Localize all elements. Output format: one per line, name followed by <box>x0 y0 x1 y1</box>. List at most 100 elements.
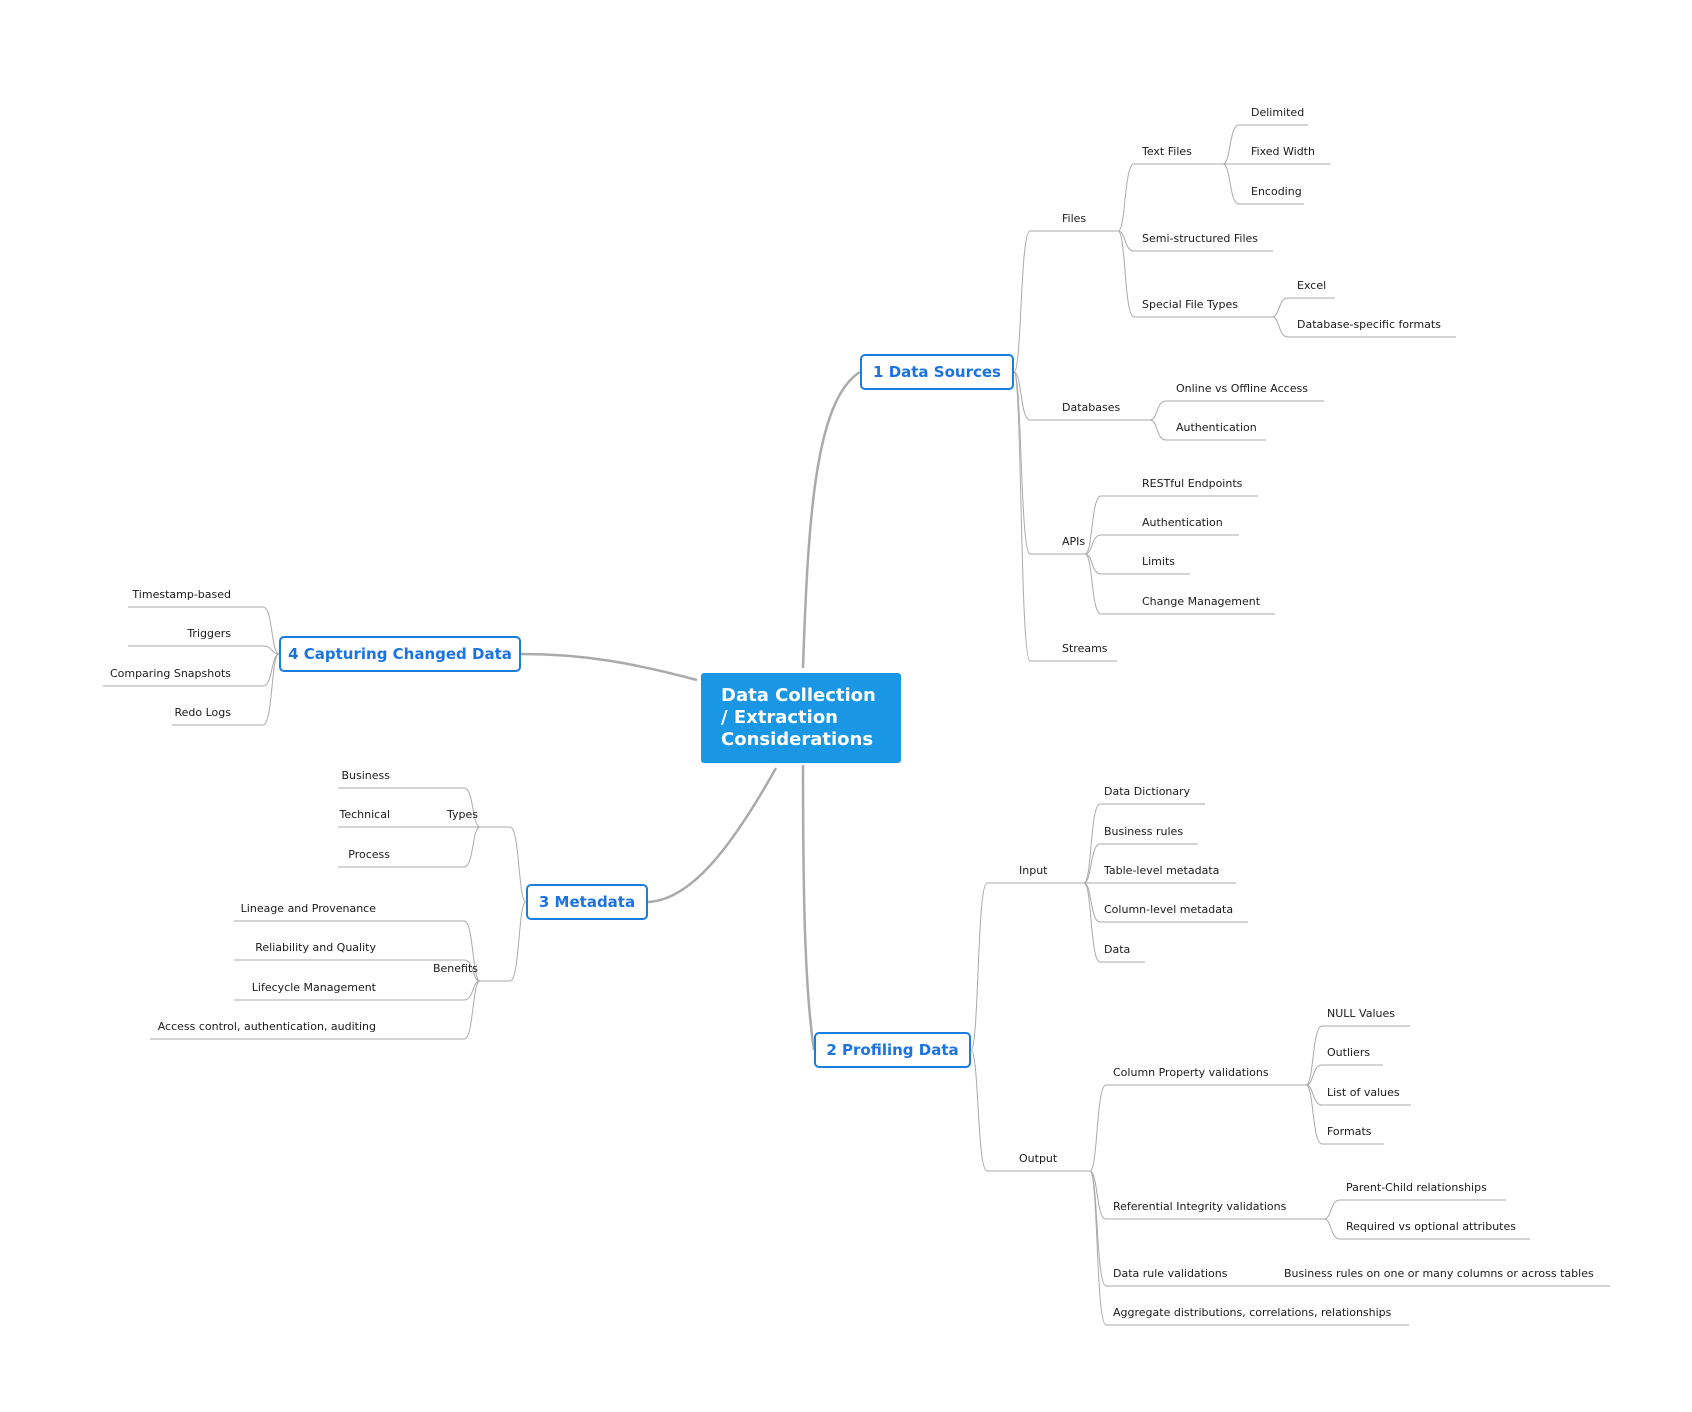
connector-data-sources <box>1013 371 1117 662</box>
node-triggers[interactable]: Triggers <box>187 627 231 640</box>
node-special-file-types[interactable]: Special File Types <box>1142 298 1239 311</box>
node-semi-structured-files[interactable]: Semi-structured Files <box>1142 232 1259 245</box>
connector-column-property <box>1305 1084 1384 1145</box>
node-files[interactable]: Files <box>1062 212 1087 225</box>
connector-benefits <box>234 959 481 982</box>
node-business-rules[interactable]: Business rules <box>1104 825 1184 838</box>
node-database-specific-formats[interactable]: Database-specific formats <box>1297 318 1441 331</box>
node-change-management[interactable]: Change Management <box>1142 595 1261 608</box>
node-parent-child-relationships[interactable]: Parent-Child relationships <box>1346 1181 1487 1194</box>
connector-output <box>1089 1170 1409 1326</box>
node-process[interactable]: Process <box>348 848 390 861</box>
connector-capturing <box>128 645 280 655</box>
connector-apis <box>1084 495 1258 555</box>
connector-referential <box>1323 1199 1506 1220</box>
node-databases[interactable]: Databases <box>1062 401 1121 414</box>
node-formats[interactable]: Formats <box>1327 1125 1372 1138</box>
connector-capturing <box>128 606 280 655</box>
node-streams[interactable]: Streams <box>1062 642 1108 655</box>
node-db-authentication[interactable]: Authentication <box>1176 421 1257 434</box>
connector-data-sources <box>1013 230 1118 373</box>
node-data-rule-validations[interactable]: Data rule validations <box>1113 1267 1228 1280</box>
node-benefits[interactable]: Benefits <box>432 962 478 975</box>
node-api-authentication[interactable]: Authentication <box>1142 516 1223 529</box>
node-column-property-validations[interactable]: Column Property validations <box>1113 1066 1269 1079</box>
node-outliers[interactable]: Outliers <box>1327 1046 1371 1059</box>
node-list-of-values[interactable]: List of values <box>1327 1086 1400 1099</box>
connector-text-files <box>1222 124 1308 165</box>
node-redo-logs[interactable]: Redo Logs <box>174 706 231 719</box>
node-required-vs-optional-attributes[interactable]: Required vs optional attributes <box>1346 1220 1516 1233</box>
connector-output <box>1089 1170 1324 1220</box>
connector-special-files <box>1271 297 1335 318</box>
node-data[interactable]: Data <box>1104 943 1131 956</box>
node-reliability-and-quality[interactable]: Reliability and Quality <box>255 941 376 954</box>
node-referential-integrity-validations[interactable]: Referential Integrity validations <box>1113 1200 1287 1213</box>
topic-metadata[interactable]: 3 Metadata <box>526 884 648 920</box>
connector-special-files <box>1271 316 1456 338</box>
node-null-values[interactable]: NULL Values <box>1327 1007 1395 1020</box>
connector-metadata <box>480 901 527 982</box>
node-timestamp-based[interactable]: Timestamp-based <box>132 588 231 601</box>
node-online-vs-offline-access[interactable]: Online vs Offline Access <box>1176 382 1308 395</box>
node-text-files[interactable]: Text Files <box>1142 145 1192 158</box>
connector-data-sources <box>1013 371 1150 421</box>
node-table-level-metadata[interactable]: Table-level metadata <box>1104 864 1220 877</box>
connector-files <box>1117 163 1223 232</box>
connector-databases <box>1149 419 1266 441</box>
node-encoding[interactable]: Encoding <box>1251 185 1302 198</box>
connector-central-capturing <box>520 652 698 682</box>
node-apis[interactable]: APIs <box>1062 535 1086 548</box>
node-business-rules-columns-tables[interactable]: Business rules on one or many columns or… <box>1284 1267 1594 1280</box>
connector-profiling <box>970 882 1084 1051</box>
connector-apis <box>1084 553 1275 615</box>
node-technical[interactable]: Technical <box>339 808 390 821</box>
connector-central-data-sources <box>801 370 861 669</box>
connector-output <box>1089 1084 1306 1172</box>
node-column-level-metadata[interactable]: Column-level metadata <box>1104 903 1234 916</box>
connector-apis <box>1084 553 1190 575</box>
connector-benefits <box>234 920 481 982</box>
connector-metadata <box>480 826 527 903</box>
connector-databases <box>1149 400 1324 421</box>
connector-types <box>338 826 481 868</box>
central-title-line-1: Data Collection <box>721 685 876 706</box>
connector-files <box>1117 230 1272 318</box>
connector-data-sources <box>1013 371 1085 555</box>
node-types[interactable]: Types <box>447 808 478 821</box>
node-business[interactable]: Business <box>341 769 390 782</box>
node-delimited[interactable]: Delimited <box>1251 106 1305 119</box>
node-lifecycle-management[interactable]: Lifecycle Management <box>251 981 376 994</box>
node-comparing-snapshots[interactable]: Comparing Snapshots <box>109 667 231 680</box>
node-lineage-and-provenance[interactable]: Lineage and Provenance <box>240 902 376 915</box>
node-excel[interactable]: Excel <box>1297 279 1327 292</box>
connector-text-files <box>1222 163 1304 205</box>
node-input[interactable]: Input <box>1019 864 1048 877</box>
node-restful-endpoints[interactable]: RESTful Endpoints <box>1142 477 1243 490</box>
connector-referential <box>1323 1218 1530 1240</box>
node-access-control[interactable]: Access control, authentication, auditing <box>157 1020 376 1033</box>
connector-files <box>1117 230 1273 252</box>
connector-central-metadata <box>647 767 778 904</box>
connector-input <box>1083 803 1205 884</box>
node-data-dictionary[interactable]: Data Dictionary <box>1104 785 1191 798</box>
connector-apis <box>1084 534 1239 555</box>
node-fixed-width[interactable]: Fixed Width <box>1251 145 1315 158</box>
connector-central-profiling <box>801 764 816 1051</box>
connector-profiling <box>970 1049 1090 1172</box>
node-output[interactable]: Output <box>1019 1152 1058 1165</box>
topic-capturing-changed-data[interactable]: 4 Capturing Changed Data <box>279 636 521 672</box>
central-title-line-3: Considerations <box>721 729 874 750</box>
connector-input <box>1083 843 1198 884</box>
connector-column-property <box>1305 1025 1410 1086</box>
node-limits[interactable]: Limits <box>1142 555 1175 568</box>
node-aggregate-distributions[interactable]: Aggregate distributions, correlations, r… <box>1113 1306 1392 1319</box>
connector-types <box>338 787 481 828</box>
topic-profiling-data[interactable]: 2 Profiling Data <box>814 1032 971 1068</box>
central-topic[interactable]: Data Collection / Extraction Considerati… <box>701 673 901 763</box>
connector-benefits <box>150 980 481 1040</box>
connector-benefits <box>234 980 481 1001</box>
connector-column-property <box>1305 1064 1383 1086</box>
topic-data-sources[interactable]: 1 Data Sources <box>860 354 1014 390</box>
